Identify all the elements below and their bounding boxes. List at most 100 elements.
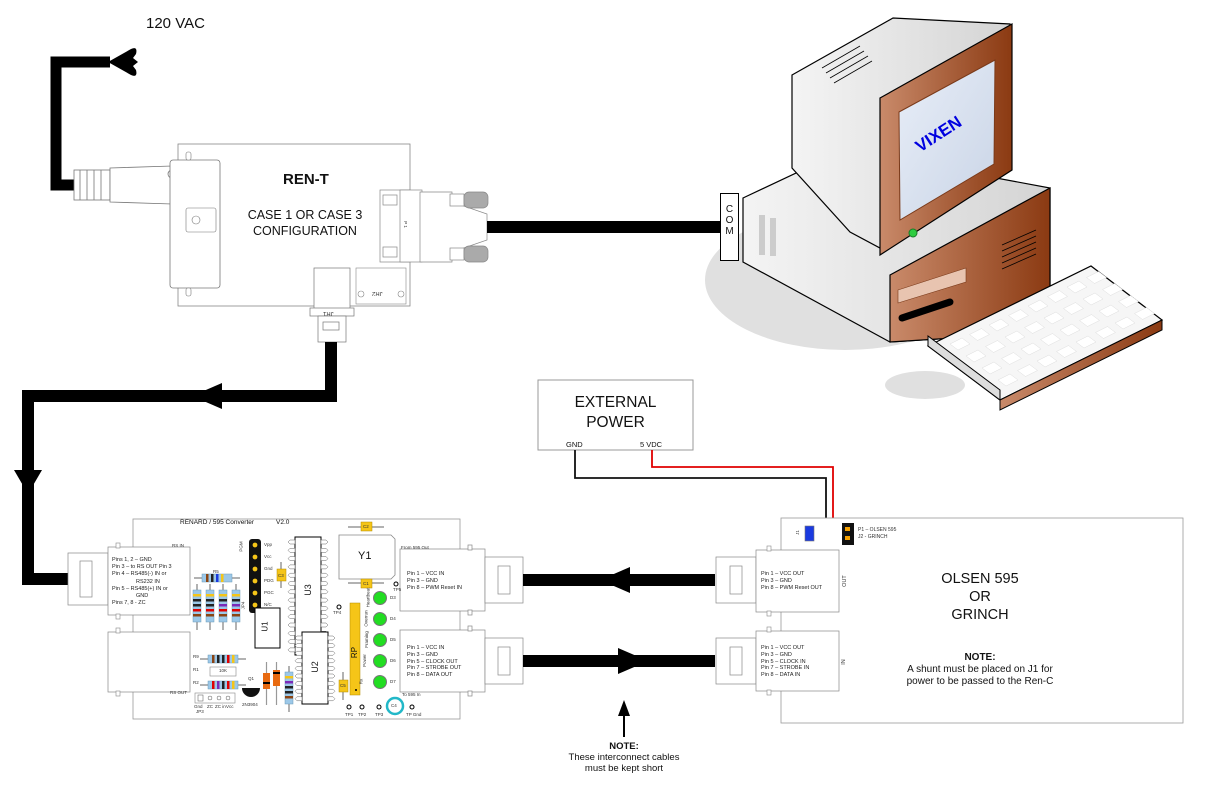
computer-illustration bbox=[705, 17, 1164, 411]
jp3-pin-label: ZC bbox=[207, 704, 213, 709]
capacitor-c2 bbox=[360, 521, 373, 532]
olsen-board bbox=[715, 517, 1184, 724]
led-function-label: Framing bbox=[363, 631, 369, 648]
led-function-label: Overrun bbox=[363, 610, 369, 627]
olsen-note-line2: power to be passed to the Ren-C bbox=[906, 676, 1054, 687]
jr1-connector bbox=[309, 267, 355, 343]
resistor-label: R9 bbox=[193, 654, 199, 659]
pin-description: Pin 8 – PWM Reset IN bbox=[407, 584, 463, 591]
pin-description: Pin 1 – VCC OUT bbox=[761, 571, 805, 577]
data-cable-to-converter bbox=[14, 342, 337, 585]
led-d6 bbox=[373, 654, 387, 668]
jumper-p1-j2 bbox=[842, 523, 854, 545]
j1-label: J1 bbox=[794, 530, 800, 535]
ren-t-subtitle-line1: CASE 1 OR CASE 3 bbox=[247, 208, 363, 222]
jr2-connector bbox=[355, 267, 407, 305]
jp3-pin-label: ZC in bbox=[215, 704, 226, 709]
olsen-title-line3: GRINCH bbox=[951, 607, 1009, 623]
resistor-label: R2 bbox=[193, 680, 199, 685]
converter-output-connectors bbox=[399, 544, 524, 697]
pin-description: Pin 7 – STROBE OUT bbox=[407, 665, 462, 672]
pin-description: Pin 1 – VCC OUT bbox=[761, 645, 805, 651]
ren-t-title: REN-T bbox=[283, 171, 329, 188]
olsen-in-connector bbox=[755, 630, 840, 692]
test-point-label: TP5 bbox=[393, 587, 402, 592]
resistor-pack-rp bbox=[349, 602, 361, 696]
diode-1 bbox=[263, 673, 270, 689]
pin-description: GND bbox=[136, 593, 149, 600]
external-power-title: EXTERNAL POWER bbox=[538, 393, 693, 433]
jumper-j1 bbox=[804, 525, 815, 542]
resistor-label: R1 bbox=[193, 667, 199, 672]
led-d4 bbox=[373, 612, 387, 626]
pgm-pin-label: Vcc bbox=[264, 554, 272, 559]
arrow-right-icon bbox=[618, 648, 648, 674]
test-point-label: TP Gnd bbox=[406, 712, 422, 717]
test-point-label: TP2 bbox=[358, 712, 367, 717]
pin-description: Pin 1 – VCC IN bbox=[407, 645, 445, 651]
arrow-up-icon bbox=[618, 700, 630, 716]
u3-label: U3 bbox=[302, 584, 313, 596]
cable-note: NOTE: These interconnect cables must be … bbox=[534, 741, 714, 774]
olsen-title-line2: OR bbox=[969, 589, 991, 605]
p1-label: P 1 bbox=[402, 221, 408, 228]
cable-note-title: NOTE: bbox=[609, 741, 639, 752]
diode-2 bbox=[273, 670, 280, 686]
capacitor-label: C4 bbox=[391, 703, 397, 708]
to-595-label: To 595 In bbox=[402, 692, 421, 697]
power-source-label: 120 VAC bbox=[146, 15, 205, 32]
pin-description: Pin 1 – VCC IN bbox=[407, 571, 445, 577]
rs-in-connector bbox=[107, 546, 191, 616]
transistor-q1 bbox=[242, 688, 260, 697]
capacitor-label: C1 bbox=[363, 581, 369, 586]
pin-description: Pin 3 – to RS OUT Pin 3 bbox=[112, 564, 172, 571]
jp4-label: JP4 bbox=[240, 601, 246, 610]
pgm-header bbox=[249, 539, 261, 613]
capacitor-c4 bbox=[385, 696, 405, 716]
vdc-label: 5 VDC bbox=[640, 440, 663, 449]
led-d5 bbox=[373, 633, 387, 647]
jp3-pin-label: Gnd bbox=[194, 704, 203, 709]
cable-note-line2: must be kept short bbox=[584, 763, 664, 774]
pgm-pin-label: Vpp bbox=[264, 542, 273, 547]
olsen-title-line1: OLSEN 595 bbox=[941, 571, 1019, 587]
jr2-label: JR2 bbox=[372, 290, 383, 296]
jumper-j2-label: J2 - GRINCH bbox=[858, 534, 888, 540]
pgm-pin-label: Gnd bbox=[264, 566, 273, 571]
jp3-header bbox=[194, 692, 236, 704]
u1-label: U1 bbox=[260, 621, 270, 632]
pin-description: Pin 3 – GND bbox=[761, 651, 792, 658]
olsen-note: NOTE: A shunt must be placed on J1 for p… bbox=[870, 652, 1090, 688]
olsen-note-line1: A shunt must be placed on J1 for bbox=[907, 664, 1053, 675]
jp3-label: JP3 bbox=[196, 709, 204, 714]
olsen-title: OLSEN 595 OR GRINCH bbox=[880, 570, 1080, 624]
test-point-label: TP4 bbox=[333, 610, 342, 615]
in-label: IN bbox=[840, 659, 847, 665]
q1-part: 2N3904 bbox=[242, 702, 258, 707]
led-id-label: D5 bbox=[390, 637, 396, 642]
arrow-left-icon bbox=[192, 383, 222, 409]
gnd-label: GND bbox=[566, 440, 583, 449]
db9-connector bbox=[379, 189, 489, 263]
pin-description: RS232 IN bbox=[136, 578, 160, 585]
from-595-label: From 595 Out bbox=[401, 545, 429, 550]
drive-bay bbox=[897, 267, 967, 304]
pgm-pin-label: PDG bbox=[264, 578, 274, 583]
y1-label: Y1 bbox=[358, 550, 372, 562]
pin-description: Pin 8 – DATA OUT bbox=[407, 672, 453, 679]
led-d3 bbox=[373, 591, 387, 605]
ren-t-subtitle: CASE 1 OR CASE 3 CONFIGURATION bbox=[230, 207, 380, 239]
chip-u1 bbox=[254, 607, 281, 649]
pin-description: Pin 5 – CLOCK OUT bbox=[407, 658, 458, 665]
pin-description: Pin 3 – GND bbox=[761, 577, 792, 584]
capacitor-label: C5 bbox=[340, 683, 346, 688]
pin-description: Pin 3 – GND bbox=[407, 651, 438, 658]
out-label: OUT bbox=[841, 575, 848, 587]
pin-description: Pin 5 – CLOCK IN bbox=[761, 658, 806, 665]
led-id-label: D3 bbox=[390, 595, 396, 600]
